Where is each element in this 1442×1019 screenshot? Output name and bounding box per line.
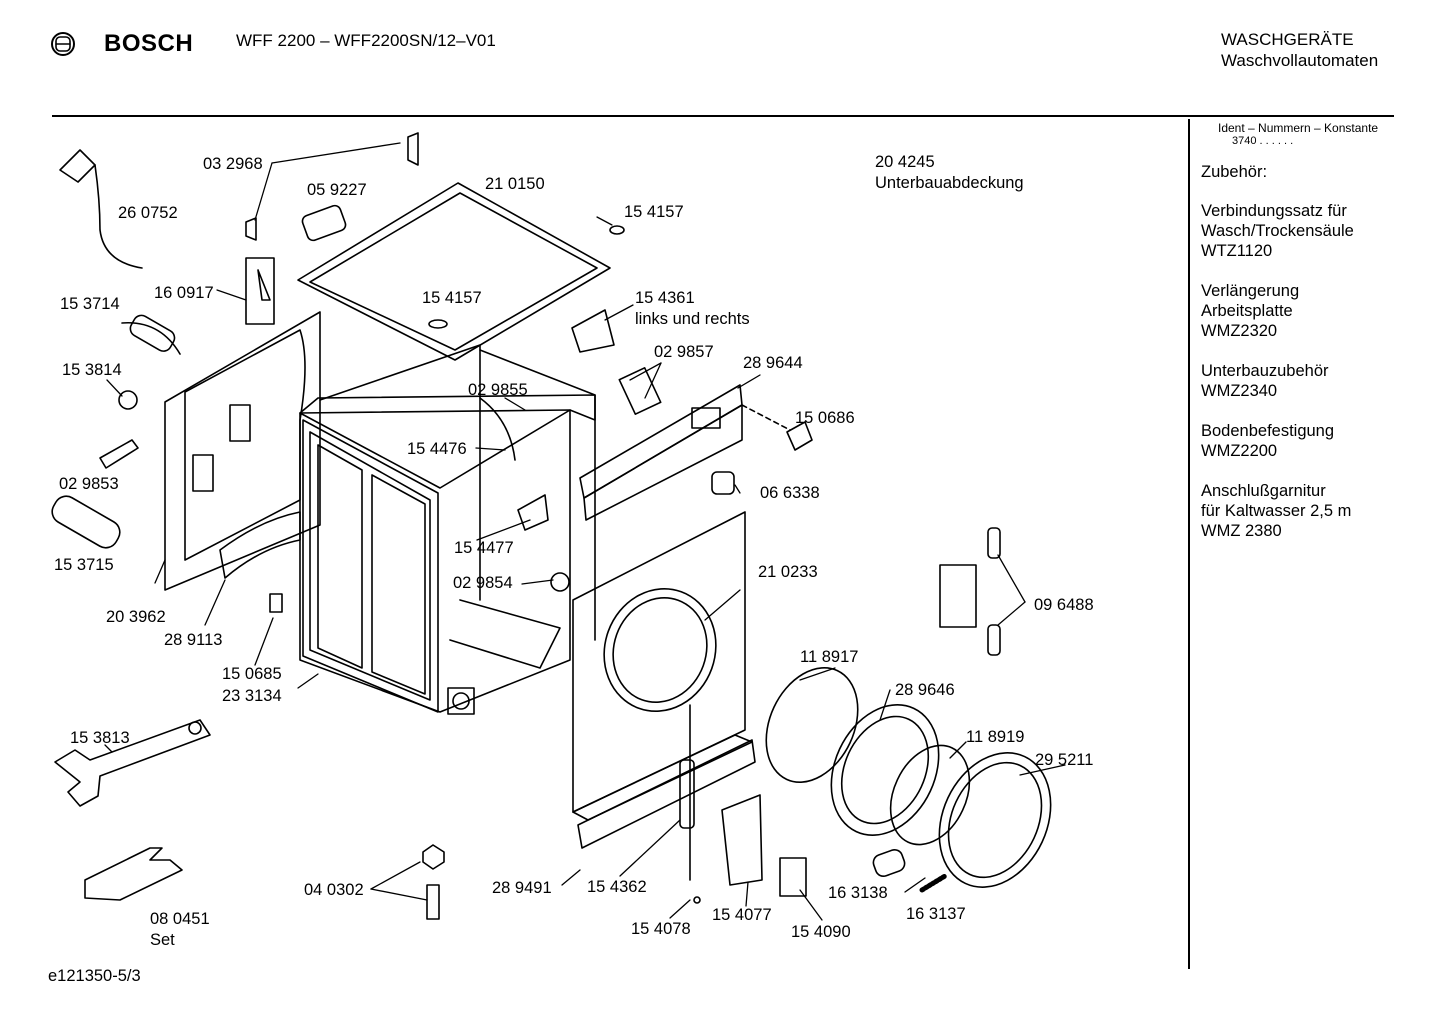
part-label: 02 9855	[468, 381, 528, 399]
part-label: 06 6338	[760, 484, 820, 502]
part-label: 21 0150	[485, 175, 545, 193]
part-label: 11 8919	[966, 728, 1025, 746]
part-label: 05 9227	[307, 181, 367, 199]
part-note: Set	[150, 931, 175, 949]
part-label: 15 4157	[624, 203, 684, 221]
part-label: 15 0685	[222, 665, 282, 683]
part-label: 15 3813	[70, 729, 130, 747]
part-label: 15 4476	[407, 440, 467, 458]
part-label: 15 4477	[454, 539, 514, 557]
part-label: 02 9854	[453, 574, 513, 592]
brand-logo-text: BOSCH	[104, 30, 194, 57]
accessory-line: Verlängerung	[1201, 282, 1300, 300]
part-label: 20 4245	[875, 153, 935, 171]
part-label: 15 4157	[422, 289, 482, 307]
part-label: 28 9646	[895, 681, 955, 699]
part-label: 15 4078	[631, 920, 691, 938]
part-label: 16 3137	[906, 905, 966, 923]
part-label: 28 9644	[743, 354, 803, 372]
small-parts	[51, 132, 1001, 920]
part-label: 15 4361	[635, 289, 695, 307]
part-note: links und rechts	[635, 310, 750, 328]
accessories-list: Verbindungssatz für Wasch/Trockensäule W…	[1201, 201, 1354, 561]
part-label: 28 9113	[164, 631, 223, 649]
ident-value: 3740 . . . . . .	[1232, 135, 1294, 147]
accessory-line: Bodenbefestigung	[1201, 422, 1335, 440]
part-label: 29 5211	[1035, 751, 1094, 769]
top-lid	[297, 182, 611, 361]
part-label: 28 9491	[492, 879, 552, 897]
part-label: 15 3715	[54, 556, 114, 574]
header-divider	[52, 115, 1394, 117]
accessory-line: WMZ 2380	[1201, 522, 1282, 540]
part-label: 16 0917	[154, 284, 214, 302]
accessory-line: Verbindungssatz für	[1201, 202, 1347, 220]
part-note: Unterbauabdeckung	[875, 174, 1024, 192]
part-label: 15 4362	[587, 878, 647, 896]
door-parts	[765, 666, 1052, 888]
part-label: 11 8917	[800, 648, 859, 666]
category-title: WASCHGERÄTE	[1221, 30, 1354, 49]
accessory-line: für Kaltwasser 2,5 m	[1201, 502, 1352, 520]
accessory-line: Arbeitsplatte	[1201, 302, 1293, 320]
front-panel	[572, 511, 753, 821]
part-label: 20 3962	[106, 608, 166, 626]
part-label: 16 3138	[828, 884, 888, 902]
part-label: 15 3814	[62, 361, 122, 379]
part-label: 21 0233	[758, 563, 818, 581]
part-label: 09 6488	[1034, 596, 1094, 614]
part-label: 08 0451	[150, 910, 210, 928]
accessory-line: Unterbauzubehör	[1201, 362, 1329, 380]
part-label: 15 3714	[60, 295, 120, 313]
part-label: 04 0302	[304, 881, 364, 899]
rear-panel	[164, 311, 321, 591]
control-bracket	[579, 384, 813, 521]
accessory-line: Anschlußgarnitur	[1201, 482, 1326, 500]
part-label: 23 3134	[222, 687, 282, 705]
accessory-line: WMZ2320	[1201, 322, 1278, 340]
part-label: 15 0686	[795, 409, 855, 427]
accessory-line: WMZ2340	[1201, 382, 1278, 400]
part-label: 02 9857	[654, 343, 714, 361]
accessory-line: WTZ1120	[1201, 242, 1273, 260]
accessory-item: Anschlußgarnitur für Kaltwasser 2,5 m WM…	[1201, 481, 1354, 541]
accessory-line: Wasch/Trockensäule	[1201, 222, 1354, 240]
ident-title: Ident – Nummern – Konstante	[1218, 121, 1379, 135]
part-label: 02 9853	[59, 475, 119, 493]
leader-lines	[104, 142, 1066, 921]
accessories-title: Zubehör:	[1201, 163, 1268, 181]
bosch-logo-icon	[51, 32, 75, 56]
model-title: WFF 2200 – WFF2200SN/12–V01	[236, 31, 496, 50]
part-label: 15 4090	[791, 923, 851, 941]
accessory-item: Unterbauzubehör WMZ2340	[1201, 361, 1354, 401]
part-label: 15 4077	[712, 906, 772, 924]
accessory-line: WMZ2200	[1201, 442, 1278, 460]
part-label: 03 2968	[203, 155, 263, 173]
sidebar-divider	[1188, 119, 1190, 969]
accessory-item: Verlängerung Arbeitsplatte WMZ2320	[1201, 281, 1354, 341]
category-subtitle: Waschvollautomaten	[1221, 51, 1379, 70]
accessory-item: Bodenbefestigung WMZ2200	[1201, 421, 1354, 461]
part-label: 26 0752	[118, 204, 178, 222]
cabinet-frame	[299, 344, 596, 715]
drawing-id: e121350-5/3	[48, 967, 141, 985]
accessory-item: Verbindungssatz für Wasch/Trockensäule W…	[1201, 201, 1354, 261]
